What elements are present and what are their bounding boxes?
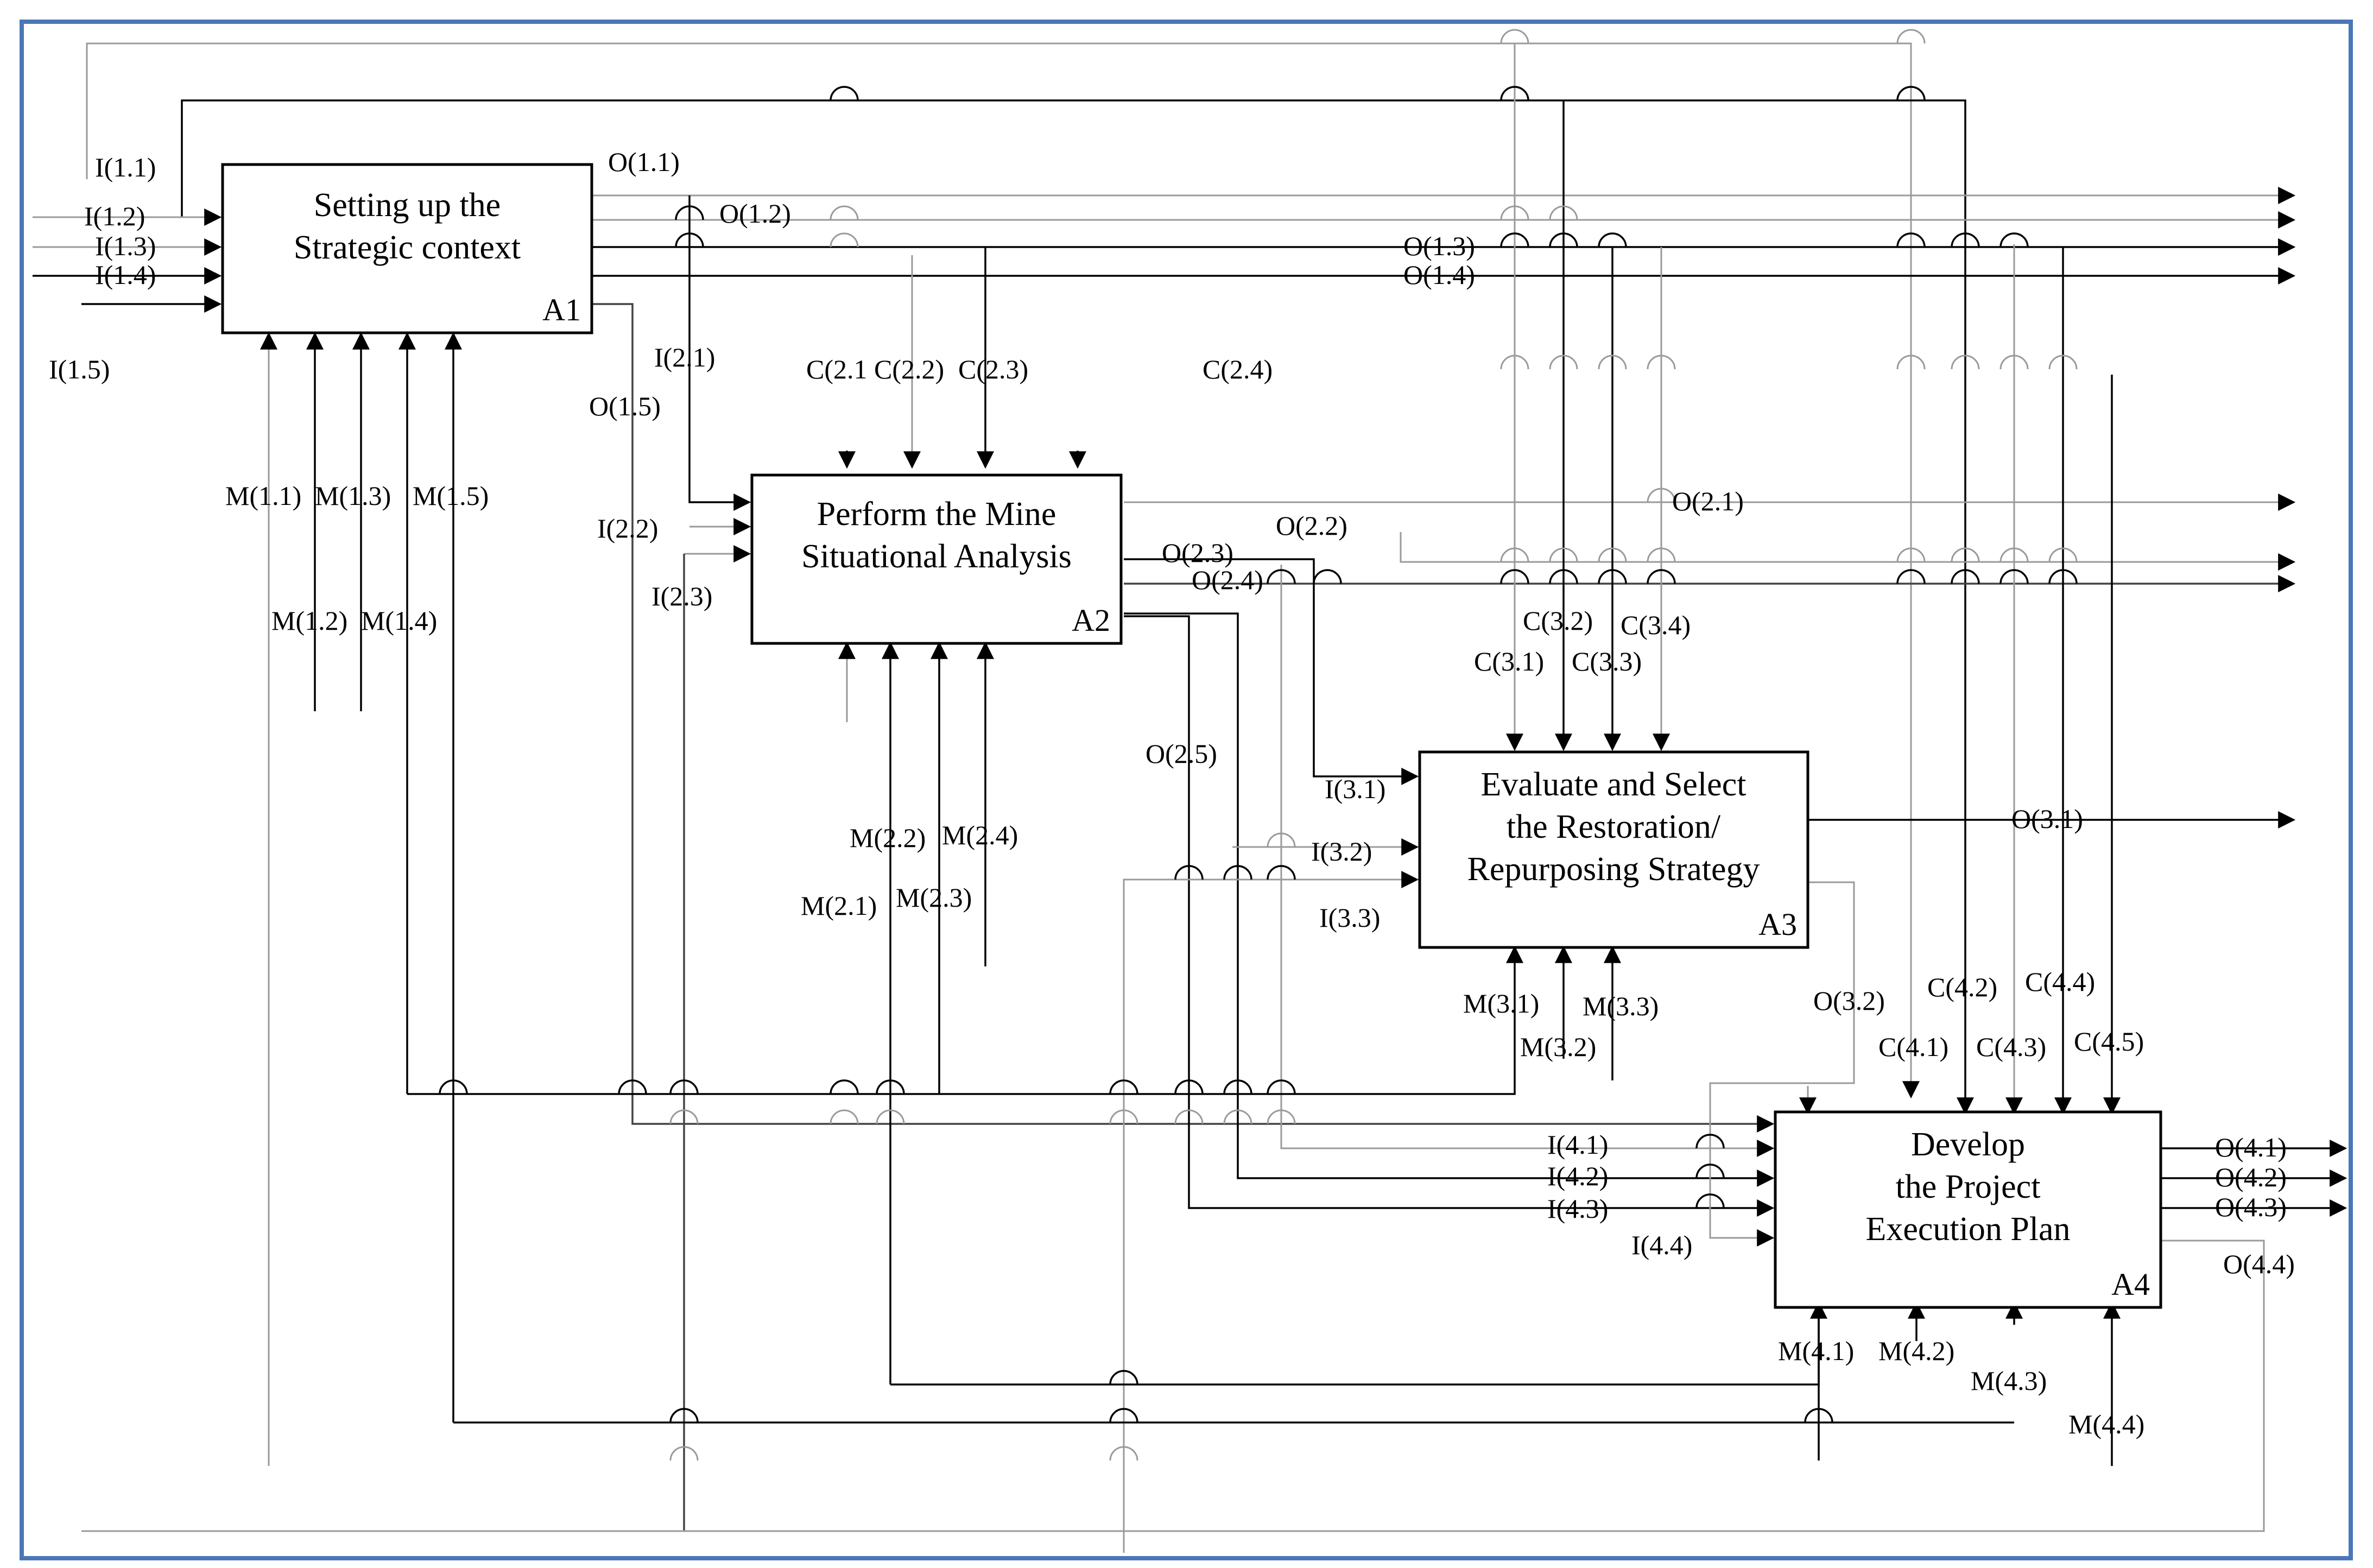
activity-a3-title-line2: the Restoration/	[1507, 808, 1721, 845]
label-i-4-4: I(4.4)	[1631, 1230, 1692, 1260]
label-m-3-2: M(3.2)	[1520, 1032, 1596, 1062]
label-i-1-2: I(1.2)	[84, 201, 145, 231]
label-m-1-3: M(1.3)	[315, 480, 391, 511]
activity-a1-id: A1	[542, 292, 581, 327]
activity-a2-title-line1: Perform the Mine	[817, 496, 1056, 533]
label-m-1-5: M(1.5)	[413, 480, 489, 511]
label-i-4-3: I(4.3)	[1547, 1193, 1608, 1224]
label-o-3-2: O(3.2)	[1813, 985, 1885, 1016]
label-i-1-3: I(1.3)	[95, 231, 156, 261]
label-c-3-2: C(3.2)	[1523, 605, 1593, 636]
activity-a2-id: A2	[1072, 603, 1110, 638]
label-i-2-2: I(2.2)	[597, 513, 658, 543]
activity-a3-box	[1418, 750, 1809, 949]
label-i-3-2: I(3.2)	[1311, 836, 1372, 867]
label-i-1-5: I(1.5)	[49, 354, 110, 384]
activity-a3-title-line3: Repurposing Strategy	[1467, 851, 1760, 888]
label-m-4-4: M(4.4)	[2068, 1409, 2144, 1439]
activity-a2-title-line2: Situational Analysis	[801, 538, 1072, 575]
label-o-4-2: O(4.2)	[2215, 1162, 2287, 1192]
label-c-2-4: C(2.4)	[1203, 354, 1273, 384]
label-i-2-1: I(2.1)	[654, 342, 715, 372]
label-o-2-5: O(2.5)	[1146, 738, 1217, 769]
label-o-1-3: O(1.3)	[1403, 231, 1475, 261]
label-c-4-3: C(4.3)	[1976, 1032, 2046, 1062]
activity-a1-title-line1: Setting up the	[314, 187, 501, 224]
activity-a2: Perform the Mine Situational Analysis A2	[750, 473, 1123, 645]
label-m-3-3: M(3.3)	[1583, 991, 1659, 1021]
input-labels: I(1.1) I(1.2) I(1.3) I(1.4) I(1.5) I(2.1…	[49, 152, 1692, 1260]
label-i-4-1: I(4.1)	[1547, 1129, 1608, 1160]
label-o-2-3: O(2.3)	[1162, 538, 1233, 568]
activity-a1-title-line2: Strategic context	[294, 229, 521, 266]
label-m-3-1: M(3.1)	[1463, 988, 1539, 1019]
label-c-4-1: C(4.1)	[1878, 1032, 1948, 1062]
label-c-2-2: C(2.2)	[874, 354, 944, 384]
label-m-2-1: M(2.1)	[801, 890, 877, 921]
label-m-1-2: M(1.2)	[271, 605, 347, 636]
label-c-3-4: C(3.4)	[1621, 610, 1691, 640]
label-c-4-4: C(4.4)	[2025, 966, 2095, 997]
label-o-4-1: O(4.1)	[2215, 1132, 2287, 1162]
activity-a3-title-line1: Evaluate and Select	[1481, 766, 1746, 803]
label-m-4-3: M(4.3)	[1971, 1365, 2047, 1396]
label-o-1-5: O(1.5)	[589, 391, 661, 421]
label-o-4-4: O(4.4)	[2223, 1249, 2295, 1279]
activity-a1: Setting up the Strategic context A1	[221, 163, 593, 334]
label-m-4-1: M(4.1)	[1778, 1336, 1854, 1366]
activity-a2-box	[750, 473, 1123, 645]
label-i-3-1: I(3.1)	[1325, 774, 1385, 804]
activity-a3: Evaluate and Select the Restoration/ Rep…	[1418, 750, 1809, 949]
label-c-4-5: C(4.5)	[2074, 1026, 2144, 1057]
control-labels: C(2.1 C(2.2) C(2.3) C(2.4) C(3.1) C(3.2)…	[806, 354, 2144, 1062]
label-o-1-4: O(1.4)	[1403, 260, 1475, 290]
label-c-3-3: C(3.3)	[1572, 646, 1642, 676]
label-m-1-4: M(1.4)	[361, 605, 437, 636]
label-c-4-2: C(4.2)	[1927, 972, 1997, 1002]
label-c-3-1: C(3.1)	[1474, 646, 1544, 676]
activity-a3-id: A3	[1758, 907, 1797, 942]
label-o-2-4: O(2.4)	[1192, 565, 1263, 595]
label-m-4-2: M(4.2)	[1878, 1336, 1954, 1366]
label-m-2-3: M(2.3)	[896, 882, 972, 913]
label-i-4-2: I(4.2)	[1547, 1161, 1608, 1191]
label-c-2-1: C(2.1	[806, 354, 868, 384]
label-i-2-3: I(2.3)	[651, 581, 712, 611]
output-labels: O(1.1) O(1.2) O(1.3) O(1.4) O(1.5) O(2.1…	[589, 147, 2295, 1279]
label-o-3-1: O(3.1)	[2011, 804, 2083, 834]
mechanism-labels: M(1.1) M(1.2) M(1.3) M(1.4) M(1.5) M(2.1…	[225, 480, 2144, 1439]
label-o-4-3: O(4.3)	[2215, 1192, 2287, 1222]
label-i-1-1: I(1.1)	[95, 152, 156, 182]
label-m-2-2: M(2.2)	[850, 823, 926, 853]
label-i-1-4: I(1.4)	[95, 260, 156, 290]
activity-a4: Develop the Project Execution Plan A4	[1774, 1110, 2162, 1309]
label-o-2-1: O(2.1)	[1672, 486, 1744, 516]
activity-a4-title-line1: Develop	[1911, 1126, 2025, 1163]
label-o-1-2: O(1.2)	[719, 198, 791, 229]
label-m-1-1: M(1.1)	[225, 480, 301, 511]
connector-lines	[33, 29, 2347, 1553]
label-o-2-2: O(2.2)	[1276, 510, 1347, 541]
label-c-2-3: C(2.3)	[958, 354, 1028, 384]
label-m-2-4: M(2.4)	[942, 820, 1018, 850]
activity-a4-id: A4	[2111, 1267, 2150, 1302]
activity-a4-title-line3: Execution Plan	[1865, 1211, 2070, 1248]
activity-a4-title-line2: the Project	[1896, 1168, 2041, 1205]
activity-a4-box	[1774, 1110, 2162, 1309]
label-o-1-1: O(1.1)	[608, 147, 680, 177]
label-i-3-3: I(3.3)	[1319, 902, 1380, 933]
activity-a1-box	[221, 163, 593, 334]
